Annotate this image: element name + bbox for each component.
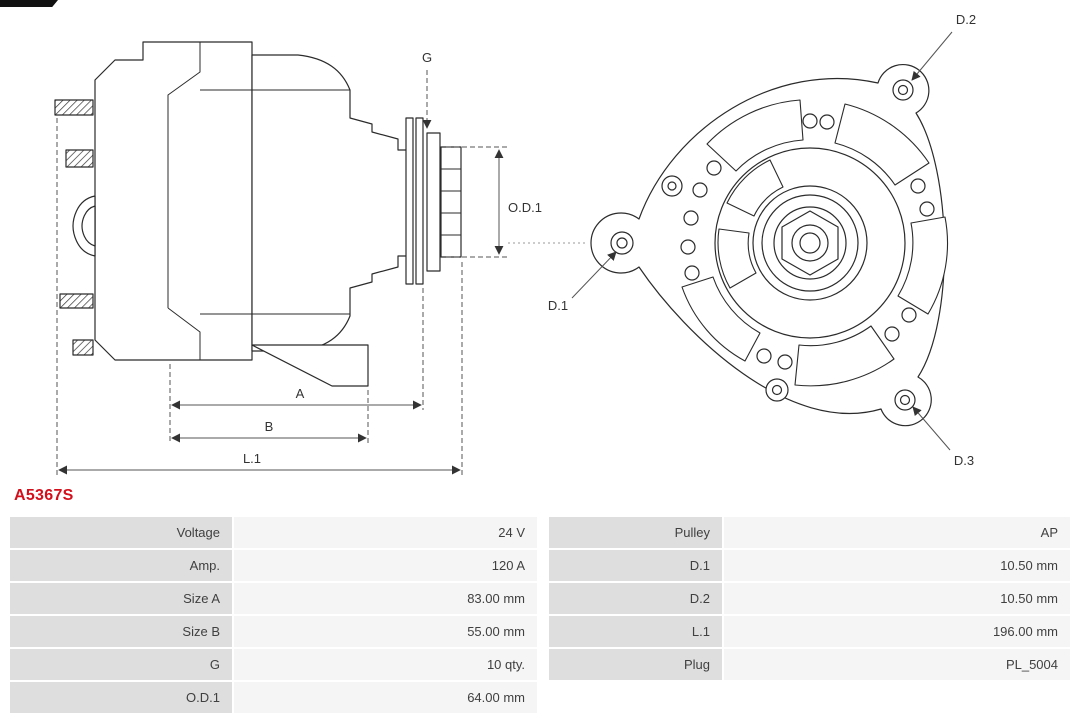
table-row: Size A 83.00 mm D.2 10.50 mm	[10, 583, 1070, 614]
front-housing	[251, 54, 408, 352]
mounting-foot	[251, 344, 369, 387]
spec-value: PL_5004	[724, 649, 1070, 680]
table-row: Amp. 120 A D.1 10.50 mm	[10, 550, 1070, 581]
spec-label: D.2	[549, 583, 722, 614]
dim-label-l1: L.1	[243, 451, 261, 466]
mount-hole-d3	[894, 389, 916, 411]
dim-label-od1: O.D.1	[508, 200, 542, 215]
spec-label: O.D.1	[10, 682, 232, 713]
spec-label: G	[10, 649, 232, 680]
vent-slots-inner	[717, 159, 784, 289]
mount-hole-d1	[610, 231, 634, 255]
spec-label: Size B	[10, 616, 232, 647]
spec-label: Plug	[549, 649, 722, 680]
spec-label: D.1	[549, 550, 722, 581]
spec-label: Amp.	[10, 550, 232, 581]
spec-value: 196.00 mm	[724, 616, 1070, 647]
table-row: Size B 55.00 mm L.1 196.00 mm	[10, 616, 1070, 647]
mounting-bolts	[54, 99, 94, 356]
spec-value: 10 qty.	[234, 649, 537, 680]
ringed-holes	[661, 175, 789, 402]
spec-value: 24 V	[234, 517, 537, 548]
spec-label-empty	[549, 682, 722, 713]
part-number: A5367S	[14, 487, 74, 504]
front-view	[590, 63, 949, 427]
dim-label-d1: D.1	[548, 298, 568, 313]
dim-label-d2: D.2	[956, 12, 976, 27]
dimensions	[56, 70, 586, 475]
pulley-front	[752, 185, 868, 301]
spec-table: Voltage 24 V Pulley AP Amp. 120 A D.1 10…	[10, 517, 1070, 715]
spec-label: Pulley	[549, 517, 722, 548]
spec-value: 10.50 mm	[724, 583, 1070, 614]
pulley-side	[405, 117, 462, 285]
table-row: O.D.1 64.00 mm	[10, 682, 1070, 713]
spec-label: L.1	[549, 616, 722, 647]
dim-label-d3: D.3	[954, 453, 974, 468]
spec-value: 55.00 mm	[234, 616, 537, 647]
spec-value: 120 A	[234, 550, 537, 581]
alternator-technical-drawing: G O.D.1 A B L.1	[54, 12, 976, 475]
front-view-labels: D.2 D.1 D.3	[548, 12, 976, 468]
spec-value-empty	[724, 682, 1070, 713]
spec-label: Size A	[10, 583, 232, 614]
vent-slots-outer	[681, 99, 949, 387]
logo-fragment	[0, 0, 58, 7]
table-row: Voltage 24 V Pulley AP	[10, 517, 1070, 548]
mount-hole-d2	[892, 79, 914, 101]
spec-value: 10.50 mm	[724, 550, 1070, 581]
rear-housing	[94, 41, 253, 361]
table-row: G 10 qty. Plug PL_5004	[10, 649, 1070, 680]
spec-value: AP	[724, 517, 1070, 548]
spec-value: 83.00 mm	[234, 583, 537, 614]
spec-value: 64.00 mm	[234, 682, 537, 713]
through-holes	[680, 113, 935, 370]
dim-label-g: G	[422, 50, 432, 65]
side-view	[54, 41, 462, 387]
front-view-leaders	[571, 31, 953, 451]
dimension-labels: G O.D.1 A B L.1	[243, 50, 542, 466]
spec-label: Voltage	[10, 517, 232, 548]
dim-label-a: A	[296, 386, 305, 401]
dim-label-b: B	[265, 419, 274, 434]
terminal-bump-inner	[81, 205, 96, 247]
